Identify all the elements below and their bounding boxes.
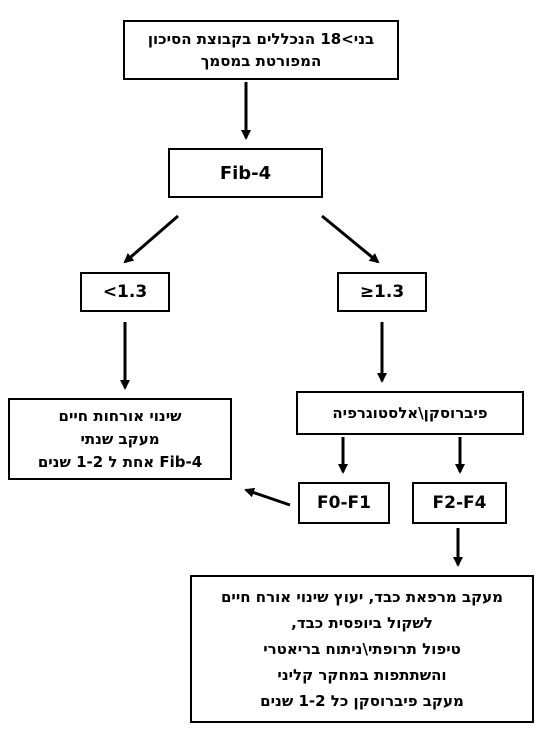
fibroscan-label: פיברוסקן\אלסטוגרפיה bbox=[332, 404, 488, 422]
lifestyle-line-1: שינוי אורחות חיים bbox=[58, 406, 182, 425]
arrow-fib4-to-high bbox=[321, 214, 380, 264]
management-line-2: לשקול ביופסית כבד, bbox=[291, 614, 433, 632]
management-line-4: והשתתפות במחקר קליני bbox=[277, 666, 447, 684]
high-score-node: ≥1.3 bbox=[337, 272, 427, 312]
management-line-3: טיפול תרופתי\ניתוח בריאטרי bbox=[263, 640, 461, 658]
f0-f1-node: F0-F1 bbox=[298, 482, 390, 524]
low-score-label: <1.3 bbox=[102, 282, 148, 302]
start-line-1: בני>18 הנכללים בקבוצת הסיכון bbox=[147, 30, 375, 48]
fib4-label: Fib-4 bbox=[219, 162, 272, 184]
management-line-5: מעקב פיברוסקן כל 1-2 שנים bbox=[260, 692, 464, 710]
low-score-node: <1.3 bbox=[80, 272, 170, 312]
start-node: בני>18 הנכללים בקבוצת הסיכון המפורטת במס… bbox=[123, 20, 399, 80]
lifestyle-line-3: Fib-4 אחת ל 1-2 שנים bbox=[37, 452, 203, 471]
fibroscan-node: פיברוסקן\אלסטוגרפיה bbox=[296, 391, 524, 435]
management-node: מעקב מרפאת כבד, יעוץ שינוי אורח חיים לשק… bbox=[190, 575, 534, 723]
start-line-2: המפורטת במסמך bbox=[200, 52, 322, 70]
management-line-1: מעקב מרפאת כבד, יעוץ שינוי אורח חיים bbox=[220, 588, 504, 606]
arrow-f0f1-to-lifestyle bbox=[244, 487, 291, 507]
fib4-node: Fib-4 bbox=[168, 148, 323, 198]
lifestyle-line-2: מעקב שנתי bbox=[80, 429, 160, 448]
f0-f1-label: F0-F1 bbox=[317, 493, 371, 513]
lifestyle-node: שינוי אורחות חיים מעקב שנתי Fib-4 אחת ל … bbox=[8, 398, 232, 480]
f2-f4-node: F2-F4 bbox=[412, 482, 507, 524]
high-score-label: ≥1.3 bbox=[359, 282, 405, 302]
arrow-fib4-to-low bbox=[123, 214, 179, 264]
f2-f4-label: F2-F4 bbox=[432, 493, 487, 513]
